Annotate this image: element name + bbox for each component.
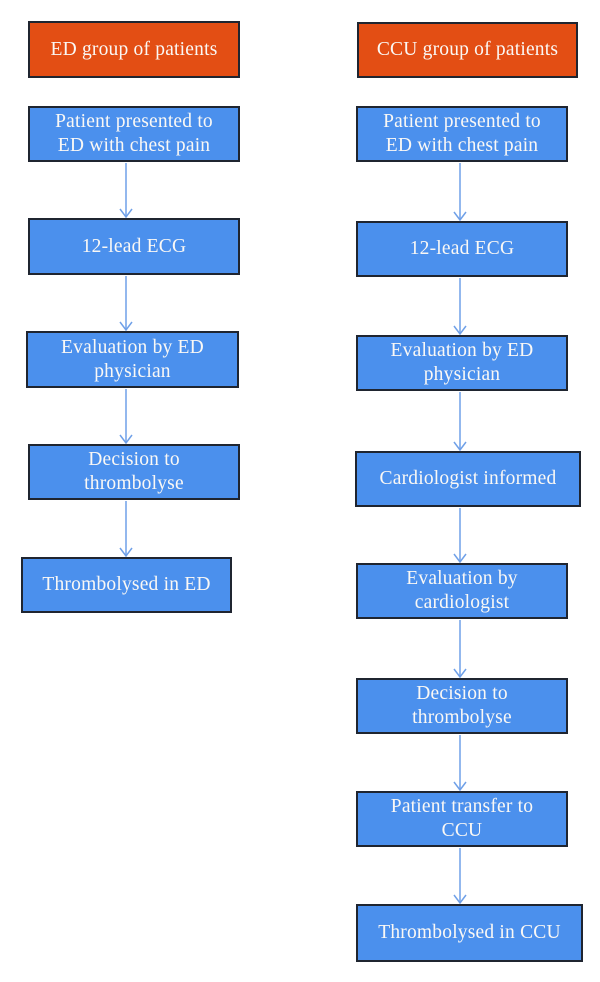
ccu-step-decision-box: Decision to thrombolyse — [356, 678, 568, 734]
ccu-step-ed-evaluation-box: Evaluation by ED physician — [356, 335, 568, 391]
ed-step-thrombolysed-box: Thrombolysed in ED — [21, 557, 232, 613]
ed-step-decision-box: Decision to thrombolyse — [28, 444, 240, 500]
ccu-step-cardiologist-informed-box: Cardiologist informed — [355, 451, 581, 507]
ed-step-evaluation-box: Evaluation by ED physician — [26, 331, 239, 388]
down-arrow — [453, 508, 467, 564]
down-arrow — [119, 276, 133, 332]
down-arrow — [119, 163, 133, 219]
ed-step-ecg-box: 12-lead ECG — [28, 218, 240, 275]
ccu-group-header-box: CCU group of patients — [357, 22, 578, 78]
down-arrow — [119, 389, 133, 445]
ccu-step-transfer-box: Patient transfer to CCU — [356, 791, 568, 847]
ccu-step-cardiologist-evaluation-box: Evaluation by cardiologist — [356, 563, 568, 619]
ccu-step-thrombolysed-box: Thrombolysed in CCU — [356, 904, 583, 962]
ed-group-header-box: ED group of patients — [28, 21, 240, 78]
down-arrow — [453, 163, 467, 222]
ed-step-patient-presented-box: Patient presented to ED with chest pain — [28, 106, 240, 162]
down-arrow — [453, 278, 467, 336]
down-arrow — [453, 848, 467, 905]
ccu-step-ecg-box: 12-lead ECG — [356, 221, 568, 277]
down-arrow — [453, 620, 467, 679]
down-arrow — [453, 735, 467, 792]
down-arrow — [453, 392, 467, 452]
ccu-step-patient-presented-box: Patient presented to ED with chest pain — [356, 106, 568, 162]
down-arrow — [119, 501, 133, 558]
